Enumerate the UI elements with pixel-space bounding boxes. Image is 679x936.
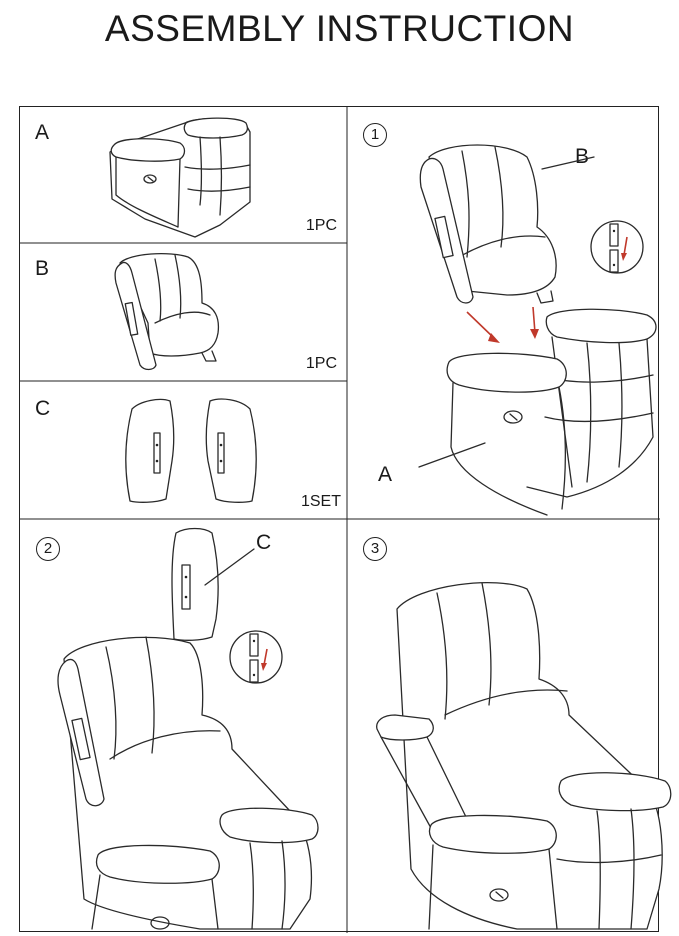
recliner-back-icon [114, 253, 220, 371]
part-a-label: A [35, 121, 50, 144]
part-b-label: B [35, 257, 50, 280]
step-1-callout-b: B [575, 145, 590, 168]
part-c-quantity: 1SET [300, 493, 341, 510]
instruction-grid: A 1PC B 1PC C [19, 106, 672, 933]
recliner-base-icon [109, 117, 251, 238]
grid-lines [20, 107, 660, 933]
step-1-callout-a: A [378, 463, 393, 486]
step-3-number: 3 [363, 537, 387, 561]
step-2-callout-c: C [256, 531, 272, 554]
page-title: ASSEMBLY INSTRUCTION [104, 8, 575, 49]
part-c-label: C [35, 397, 51, 420]
step-3-panel: 3 [347, 519, 672, 933]
part-b-quantity: 1PC [305, 355, 337, 372]
step-3-diagram [376, 581, 672, 930]
part-a-panel: A 1PC [20, 107, 347, 243]
step-2-number: 2 [36, 537, 60, 561]
part-a-quantity: 1PC [305, 217, 337, 234]
step-1-number: 1 [363, 123, 387, 147]
part-c-panel: C 1SET [20, 381, 347, 519]
step-2-diagram [57, 527, 319, 930]
side-panels-icon [125, 398, 257, 503]
step-1-panel: 1 B A [347, 107, 660, 519]
part-b-panel: B 1PC [20, 243, 347, 381]
step-1-diagram [418, 144, 657, 516]
step-2-panel: 2 C [20, 519, 347, 933]
